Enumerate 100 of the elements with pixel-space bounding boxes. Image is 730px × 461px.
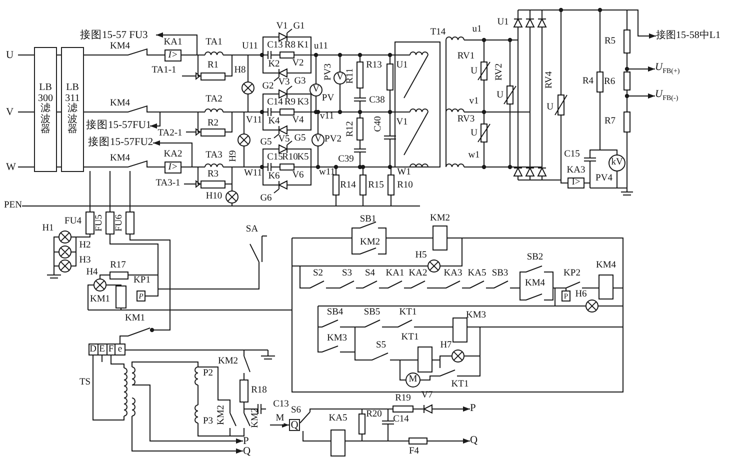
symbol-text: I> [168, 51, 178, 61]
component-label: C13 [267, 41, 283, 51]
component-label: V3 [278, 78, 290, 88]
connector [84, 105, 160, 129]
component-label: TA1 [206, 38, 222, 48]
component-label: TA3-1 [156, 179, 180, 189]
component-label: K1 [297, 41, 309, 51]
component-label: V1 [276, 22, 288, 32]
symbol-text: U [496, 91, 504, 101]
component-label: R13 [366, 61, 382, 71]
component-label: G5 [260, 138, 272, 148]
component-label: KM3 [466, 311, 486, 321]
connector [132, 384, 244, 444]
component-label: KP1 [134, 276, 150, 286]
connector [132, 416, 244, 454]
component-label: v1 [469, 97, 479, 107]
connector [84, 32, 198, 62]
component-label: SB5 [364, 308, 380, 318]
component-label: C15 [267, 153, 283, 163]
component-label: G2 [262, 82, 274, 92]
edge-label: M [276, 414, 284, 424]
component-label: RV1 [457, 52, 475, 62]
component-label: TA2-1 [158, 129, 182, 139]
component-label: H6 [575, 290, 587, 300]
symbol-text: U [470, 67, 478, 77]
component-label: R17 [110, 261, 126, 271]
component-label: K3 [297, 98, 309, 108]
resistor-label: R6 [603, 69, 631, 96]
component-label: KT1 [401, 333, 419, 343]
filter-box: LB 311 滤波器 [61, 47, 84, 172]
component-label: R10 [397, 181, 413, 191]
terminal-label: P [243, 436, 253, 446]
symbol-text: V [314, 135, 322, 145]
component-label: R20 [366, 410, 382, 420]
connector [438, 406, 470, 412]
connector [626, 66, 656, 72]
component-label: G1 [293, 22, 305, 32]
component-label: S5 [376, 341, 386, 351]
component-label: RV4 [545, 71, 555, 89]
component-label: KM4 [524, 279, 546, 289]
component-label: H4 [86, 268, 98, 278]
component-label: C40 [374, 116, 384, 132]
signal-label: U$_{FB(-)}$ [655, 89, 695, 103]
component-label: KA2 [164, 150, 182, 160]
component-label: H7 [440, 341, 452, 351]
component-label: K2 [268, 60, 280, 70]
component-label: TA3 [206, 151, 222, 161]
terminal-letter: E [99, 345, 105, 355]
connector [84, 140, 192, 174]
component-label: w1 [468, 151, 480, 161]
component-label: R1 [207, 61, 219, 71]
component-label: H9 [229, 150, 239, 162]
component-label: G3 [294, 77, 306, 87]
component-label: u11 [314, 42, 328, 52]
component-label: W1 [397, 168, 411, 178]
component-label: R7 [604, 117, 616, 127]
component-label: V1 [396, 118, 408, 128]
terminal-label: Q [243, 446, 253, 456]
component-label: R18 [251, 386, 267, 396]
component-label: W11 [244, 169, 262, 179]
component-label: KA2 [408, 269, 428, 279]
terminal-box: Q [289, 419, 300, 431]
component-label: S4 [364, 269, 376, 279]
component-label: RV2 [495, 63, 505, 81]
symbol-text: M [408, 375, 418, 385]
component-label: T14 [430, 28, 446, 38]
component-label: V5 [278, 135, 290, 145]
component-label: S2 [312, 269, 324, 279]
connector [270, 422, 290, 428]
connector [18, 166, 34, 168]
component-label: KM2 [251, 408, 261, 428]
component-label: R8 [284, 41, 296, 51]
component-label: SB2 [526, 253, 544, 263]
component-label: R5 [604, 37, 616, 47]
component-label: R15 [368, 181, 384, 191]
component-label: V7 [421, 391, 433, 401]
component-label: C14 [393, 415, 409, 425]
component-label: F4 [408, 447, 420, 457]
filter-box: LB 300 滤波器 [34, 47, 57, 172]
component-label: KA5 [328, 414, 348, 424]
component-label: PV2 [324, 135, 342, 145]
component-label: V6 [292, 171, 304, 181]
symbol-text: I> [572, 178, 580, 188]
component-label: KA1 [164, 38, 182, 48]
reference-note: 接图15-57 FU3 [80, 29, 156, 42]
component-label: KM2 [218, 357, 238, 367]
component-label: V2 [292, 59, 304, 69]
component-label: P3 [202, 417, 214, 427]
component-label: TA1-1 [152, 66, 176, 76]
connector [626, 93, 656, 99]
component-label: SB3 [492, 269, 508, 279]
symbol-text: U [470, 129, 478, 139]
symbol-text: V [312, 85, 320, 95]
connector [56, 54, 62, 56]
component-label: TS [79, 378, 91, 388]
component-label: KM4 [596, 261, 616, 271]
component-label: K6 [268, 172, 280, 182]
component-label: R19 [395, 394, 411, 404]
component-label: KM3 [326, 334, 348, 344]
component-label: H5 [415, 251, 427, 261]
